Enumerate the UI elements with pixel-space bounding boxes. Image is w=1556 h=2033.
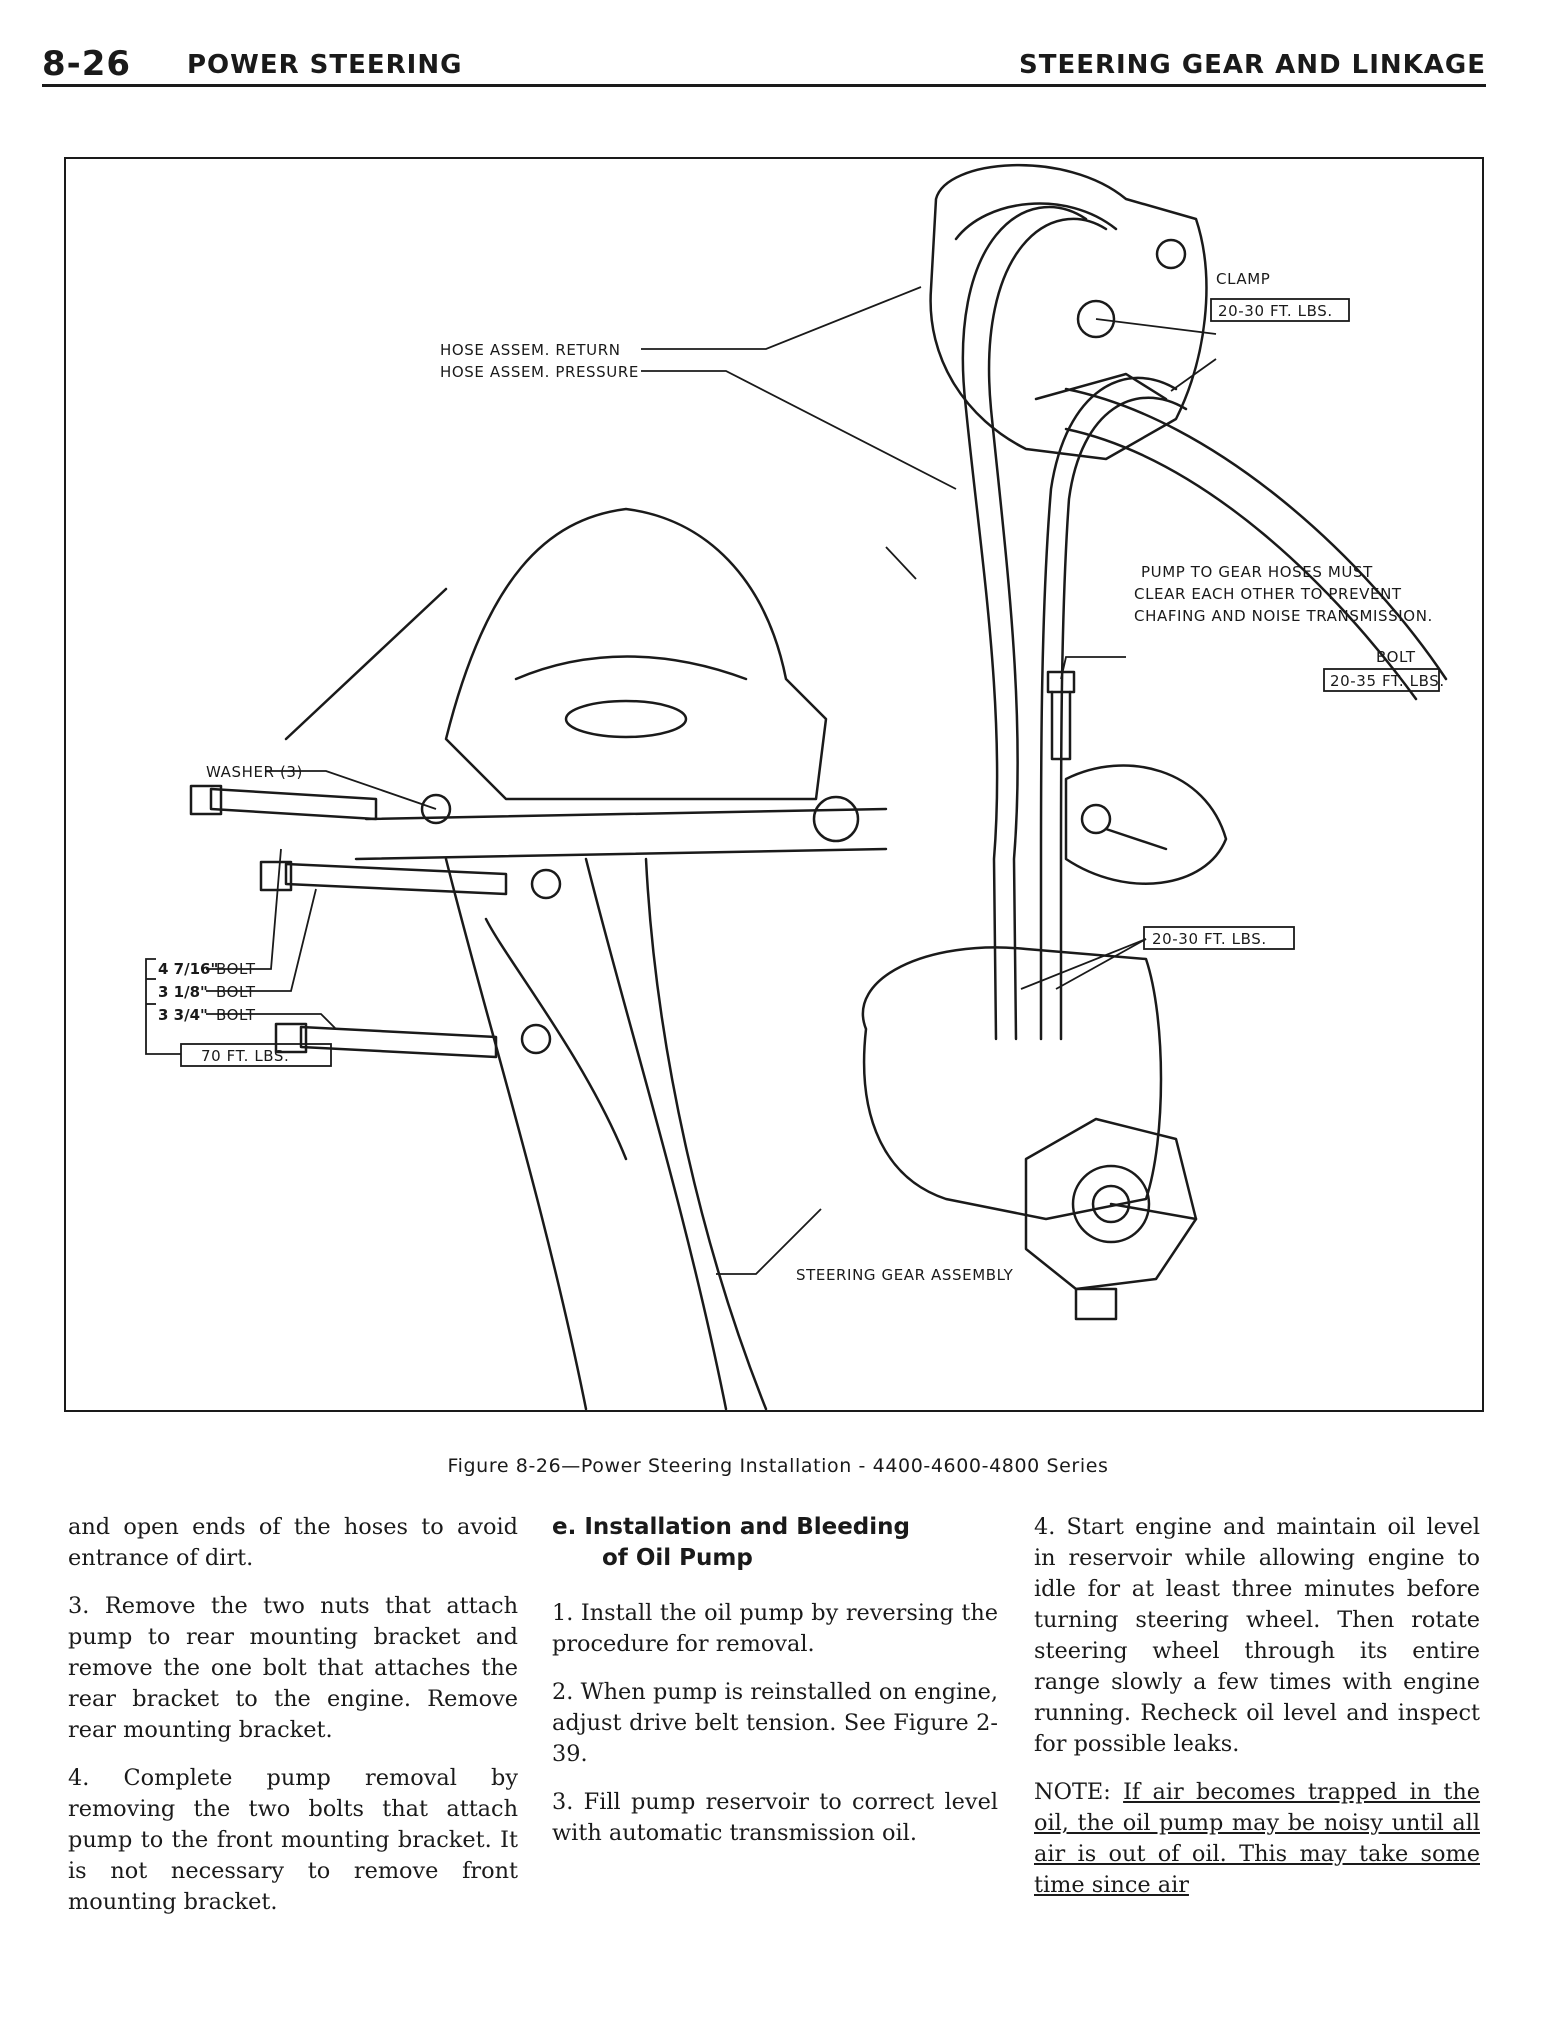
column-2: e. Installation and Bleeding of Oil Pump… — [552, 1512, 998, 1866]
illustration: CLAMP 20-30 FT. LBS. HOSE ASSEM. RETURN … — [145, 164, 1448, 1410]
label-hose-pressure: HOSE ASSEM. PRESSURE — [440, 363, 639, 381]
bolt-3 — [274, 1022, 552, 1059]
label-gear-assembly: STEERING GEAR ASSEMBLY — [796, 1266, 1014, 1284]
paragraph: 3. Fill pump reservoir to correct level … — [552, 1789, 998, 1846]
label-washer: WASHER (3) — [206, 763, 303, 781]
paragraph: 1. Install the oil pump by reversing the… — [552, 1600, 998, 1657]
heading-line-2: of Oil Pump — [602, 1545, 753, 1571]
label-bolt1-size: 4 7/16" — [158, 960, 218, 978]
page-number: 8-26 — [42, 44, 132, 84]
chapter-title: STEERING GEAR AND LINKAGE — [1018, 50, 1486, 80]
paragraph: and open ends of the hoses to avoid entr… — [68, 1514, 518, 1571]
paragraph: 4. Complete pump removal by removing the… — [68, 1765, 518, 1915]
clamp-mark — [1076, 299, 1116, 339]
bolt-2 — [259, 860, 562, 900]
note-text: If air becomes trapped in the oil, the o… — [1034, 1779, 1481, 1898]
column-1: and open ends of the hoses to avoid entr… — [68, 1512, 518, 1935]
paragraph: 2. When pump is reinstalled on engine, a… — [552, 1679, 998, 1767]
label-bolt2-size: 3 1/8" — [158, 983, 208, 1001]
return-hose — [961, 205, 1088, 1041]
figure-power-steering-installation: CLAMP 20-30 FT. LBS. HOSE ASSEM. RETURN … — [64, 157, 1484, 1412]
label-bolt2-word: BOLT — [216, 983, 256, 1001]
page-header: 8-26 POWER STEERING STEERING GEAR AND LI… — [42, 42, 1486, 86]
heading-line-1: e. Installation and Bleeding — [552, 1514, 910, 1540]
note: NOTE: If air becomes trapped in the oil,… — [1034, 1777, 1480, 1901]
paragraph: 3. Remove the two nuts that attach pump … — [68, 1593, 518, 1743]
label-bolts-torque: 70 FT. LBS. — [201, 1047, 289, 1065]
steering-gear-body — [861, 946, 1163, 1221]
label-clamp-torque: 20-30 FT. LBS. — [1218, 302, 1333, 320]
section-title: POWER STEERING — [187, 50, 463, 80]
suspension-bracket — [444, 507, 828, 801]
pressure-hose — [1039, 376, 1178, 1041]
label-fittings-torque: 20-30 FT. LBS. — [1152, 930, 1267, 948]
label-bolt3-size: 3 3/4" — [158, 1006, 208, 1024]
bolt-1 — [189, 784, 452, 825]
label-hose-return: HOSE ASSEM. RETURN — [440, 341, 621, 359]
label-note-line1: PUMP TO GEAR HOSES MUST — [1141, 563, 1373, 581]
note-prefix: NOTE: — [1034, 1779, 1124, 1805]
column-3: 4. Start engine and maintain oil level i… — [1034, 1512, 1480, 1918]
steering-box-upper — [929, 164, 1208, 461]
section-heading: e. Installation and Bleeding of Oil Pump — [552, 1512, 998, 1574]
label-clamp: CLAMP — [1216, 270, 1270, 288]
label-bolt3-word: BOLT — [216, 1006, 256, 1024]
figure-caption: Figure 8-26—Power Steering Installation … — [447, 1455, 1109, 1477]
label-bolt: BOLT — [1376, 648, 1416, 666]
inset-bolt-detail — [1046, 670, 1228, 885]
label-note-line2: CLEAR EACH OTHER TO PREVENT — [1134, 585, 1402, 603]
label-note-line3: CHAFING AND NOISE TRANSMISSION. — [1134, 607, 1433, 625]
paragraph: 4. Start engine and maintain oil level i… — [1034, 1514, 1480, 1757]
header-rule — [42, 84, 1486, 87]
label-bolt-torque: 20-35 FT. LBS. — [1330, 672, 1445, 690]
label-bolt1-word: BOLT — [216, 960, 256, 978]
